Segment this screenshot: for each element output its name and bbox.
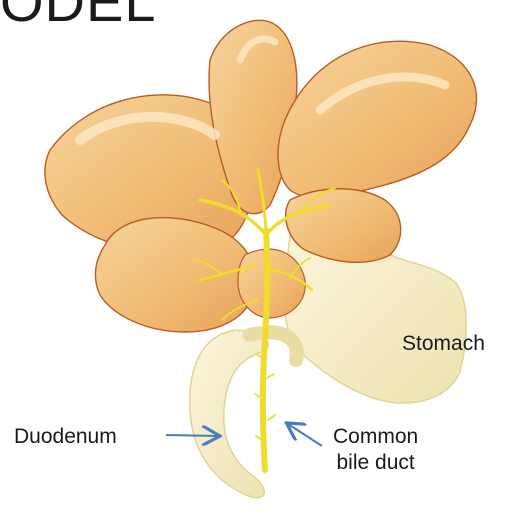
liver-caudate-lobe bbox=[238, 249, 305, 318]
common-bile-duct-arrow bbox=[288, 424, 322, 446]
common-bile-duct-label: Common bile duct bbox=[333, 424, 418, 477]
common-bile-duct-label-line1: Common bbox=[333, 424, 418, 450]
duodenum-label: Duodenum bbox=[14, 424, 117, 450]
liver-right-upper-lobe bbox=[278, 41, 476, 197]
common-bile-duct-label-line2: bile duct bbox=[333, 450, 418, 476]
duodenum-arrow bbox=[166, 435, 218, 436]
stomach-label: Stomach bbox=[402, 331, 485, 357]
